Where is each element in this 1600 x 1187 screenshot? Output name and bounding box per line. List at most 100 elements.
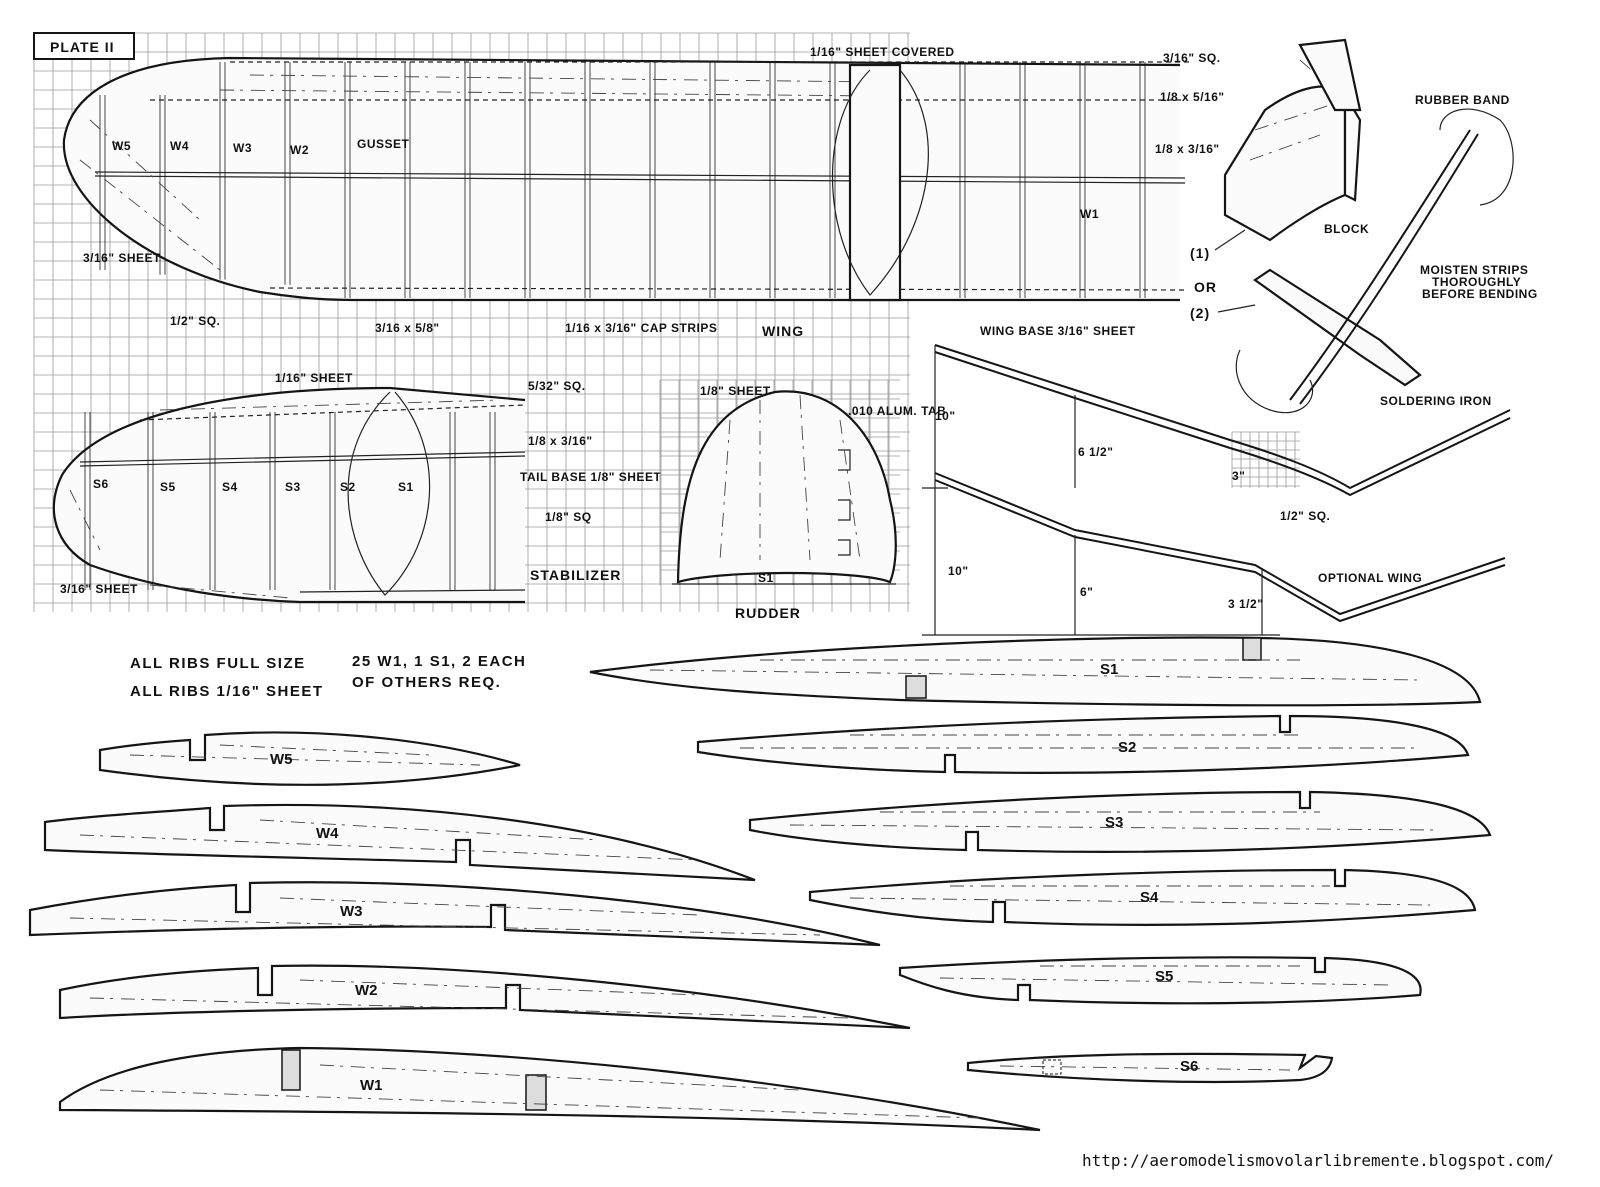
- note-ribs-sheet: ALL RIBS 1/16" SHEET: [130, 683, 324, 700]
- wing-base-label: WING BASE 3/16" SHEET: [980, 324, 1136, 338]
- dihedral-half-sq: 1/2" SQ.: [1280, 509, 1330, 523]
- rib-template-s6: S6: [966, 1052, 1334, 1084]
- rib-template-w5: W5: [98, 731, 521, 786]
- dihedral-dim-10-bottom: 10": [948, 564, 969, 578]
- wing-half-sq-label: 1/2" SQ.: [170, 314, 220, 328]
- bending-hand-upper: [1439, 108, 1514, 206]
- stab-tail-base-label: TAIL BASE 1/8" SHEET: [520, 470, 661, 484]
- rib-template-s2: S2: [696, 714, 1470, 774]
- notes: ALL RIBS FULL SIZE ALL RIBS 1/16" SHEET …: [130, 653, 526, 700]
- bending-moisten-line-2: THOROUGHLY: [1432, 275, 1521, 289]
- stabilizer-plan-view: S6 S5 S4 S3 S2 S1 1/16" SHEET 5/32" SQ. …: [52, 371, 661, 604]
- bending-pointer-1: [1214, 229, 1246, 251]
- rib-template-w3: W3: [28, 881, 881, 947]
- dihedral-dim-lines: [922, 345, 1280, 636]
- wing-plan-view: PLATE II W5 W4 W3 W2 W1 1/16" SHEET COVE…: [33, 32, 1225, 339]
- wing-main-spar-label: 3/16 x 5/8": [375, 321, 440, 335]
- dihedral-dim-6: 6": [1080, 585, 1093, 599]
- plate-title-box: [33, 32, 135, 60]
- dihedral-line-optional-lower: [934, 479, 1506, 623]
- rib-template-s3: S3: [748, 790, 1492, 853]
- rudder-view: 1/8" SHEET .010 ALUM. TAB S1 RUDDER: [659, 379, 946, 621]
- dihedral-line-standard-lower: [934, 351, 1511, 497]
- dihedral-dim-3: 3": [1232, 469, 1245, 483]
- svg-text:S3: S3: [1105, 814, 1123, 831]
- svg-text:W4: W4: [316, 825, 339, 842]
- bending-rubber-band-label: RUBBER BAND: [1415, 93, 1510, 107]
- wing-sheet-covered-label: 1/16" SHEET COVERED: [810, 45, 955, 59]
- dihedral-line-standard: [934, 344, 1511, 490]
- svg-text:S4: S4: [1140, 889, 1159, 906]
- stabilizer-grain: [69, 399, 501, 599]
- stabilizer-spar-2: [79, 455, 526, 467]
- stab-rib-label-s4: S4: [222, 480, 238, 494]
- note-required-2: OF OTHERS REQ.: [352, 674, 501, 691]
- bending-detail: RUBBER BAND BLOCK (1) OR (2) MOISTEN STR…: [1190, 38, 1537, 414]
- note-required-1: 25 W1, 1 S1, 2 EACH: [352, 653, 526, 670]
- dihedral-optional-wing: OPTIONAL WING: [1318, 571, 1422, 585]
- dihedral-dim-3-5: 3 1/2": [1228, 597, 1263, 611]
- wing-grain: [79, 74, 881, 271]
- wing-rib-label-w1: W1: [1080, 207, 1099, 221]
- wing-le-sq-label: 3/16" SQ.: [1163, 51, 1221, 65]
- rib-template-w4: W4: [43, 803, 756, 882]
- stabilizer-outline: [52, 386, 526, 604]
- wing-gusset-label: GUSSET: [357, 137, 410, 151]
- stab-top-sheet-label: 1/16" SHEET: [275, 371, 353, 385]
- rib-template-s1: S1: [589, 636, 1482, 707]
- dihedral-dim-10-top: 10": [935, 409, 956, 423]
- svg-text:W2: W2: [355, 982, 378, 999]
- svg-text:W5: W5: [270, 751, 293, 768]
- wing-title: WING: [762, 323, 804, 339]
- rudder-tab-label: .010 ALUM. TAB: [848, 404, 946, 418]
- wing-rib-label-w2: W2: [290, 143, 309, 157]
- rib-template-w2: W2: [58, 964, 911, 1030]
- rudder-tab-notches: [838, 449, 851, 556]
- rudder-base-mark: S1: [758, 571, 774, 585]
- bending-strip-upper: [1298, 38, 1362, 112]
- bending-soldering-iron-label: SOLDERING IRON: [1380, 394, 1492, 408]
- bending-moisten-line-1: MOISTEN STRIPS: [1420, 263, 1528, 277]
- wing-rib-label-w4: W4: [170, 139, 189, 153]
- wing-main-spar: [94, 171, 1186, 179]
- stabilizer-title: STABILIZER: [530, 567, 621, 583]
- bending-option-2: (2): [1190, 305, 1210, 321]
- bending-option-1: (1): [1190, 245, 1210, 261]
- dihedral-line-optional: [934, 472, 1506, 616]
- svg-text:S5: S5: [1155, 968, 1173, 985]
- stab-rib-label-s3: S3: [285, 480, 301, 494]
- rudder-sheet-label: 1/8" SHEET: [700, 384, 771, 398]
- wing-center-block: [848, 63, 902, 302]
- wing-rib-label-w5: W5: [112, 139, 131, 153]
- wing-lower-spar-label: 1/8 x 3/16": [1155, 142, 1220, 156]
- stab-rib-label-s2: S2: [340, 480, 356, 494]
- rib-template-s4: S4: [808, 868, 1477, 926]
- svg-text:W3: W3: [340, 903, 363, 920]
- stabilizer-base-outline: [347, 391, 431, 596]
- bending-strip-lower-2: [1299, 133, 1479, 405]
- wing-upper-spar-label: 1/8 x 5/16": [1160, 90, 1225, 104]
- svg-text:S6: S6: [1180, 1058, 1198, 1075]
- rib-template-s5: S5: [898, 956, 1422, 1005]
- rudder-outline: [676, 390, 897, 584]
- stab-spar-label: 1/8 x 3/16": [528, 434, 593, 448]
- stabilizer-le-spar: [139, 404, 526, 421]
- bending-pointer-2: [1217, 304, 1256, 313]
- svg-text:S2: S2: [1118, 739, 1136, 756]
- bending-soldering-iron: [1253, 268, 1422, 387]
- stab-tip-sheet-label: 3/16" SHEET: [60, 582, 138, 596]
- wing-tip-sheet-label: 3/16" SHEET: [83, 251, 161, 265]
- stabilizer-spar: [79, 451, 526, 463]
- rudder-title: RUDDER: [735, 605, 801, 621]
- stab-te-sq-label: 1/8" SQ: [545, 510, 592, 524]
- stab-le-sq-label: 5/32" SQ.: [528, 379, 586, 393]
- dihedral-dim-6-5: 6 1/2": [1078, 445, 1113, 459]
- rib-templates: W5 W4 W3 W2 W1: [28, 636, 1492, 1132]
- wing-main-spar-2: [94, 175, 1186, 184]
- source-url[interactable]: http://aeromodelismovolarlibremente.blog…: [1082, 1151, 1555, 1170]
- plate-title: PLATE II: [50, 39, 115, 55]
- stab-rib-label-s1: S1: [398, 480, 414, 494]
- rib-template-w1: W1: [58, 1046, 1041, 1132]
- wing-rib-stations: [99, 62, 1146, 298]
